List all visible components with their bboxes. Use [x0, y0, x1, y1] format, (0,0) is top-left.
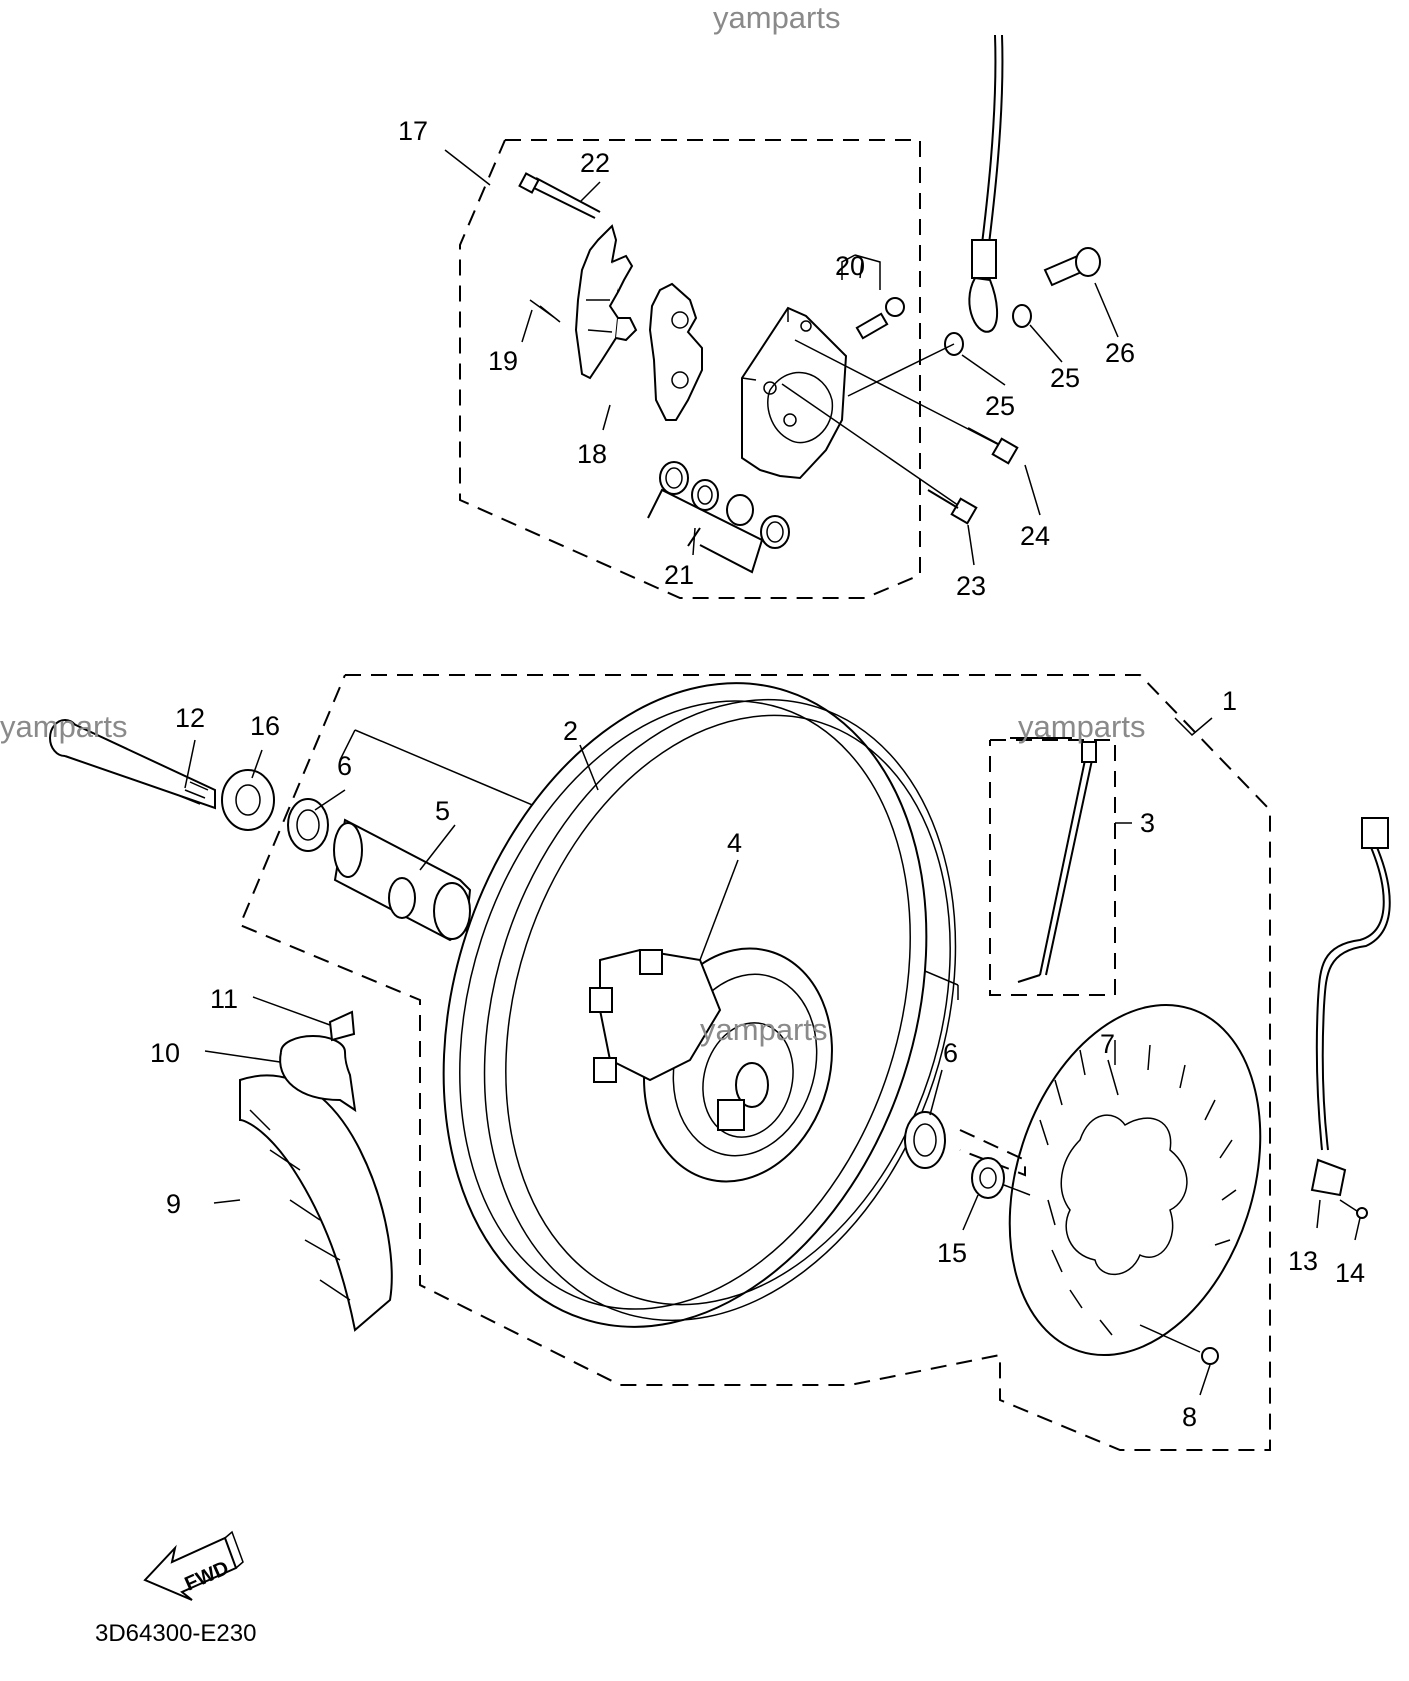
wheel-assembly-group: [49, 149, 1391, 1451]
watermark-left: yamparts: [0, 709, 127, 744]
callout-7: 7: [1100, 1029, 1115, 1059]
callout-numbers: 1 2 3 4 5 6 6 7 8 9 10 11 12 16 13 14 15…: [150, 116, 1365, 1432]
wheel-speed-sensor: [1310, 817, 1391, 1219]
disc-spacer: [959, 1129, 1031, 1199]
callout-3: 3: [1140, 808, 1155, 838]
brake-pad-inner: [574, 224, 638, 380]
callout-15: 15: [937, 1238, 967, 1268]
callout-5: 5: [435, 796, 450, 826]
callout-20: 20: [835, 251, 865, 281]
callout-10: 10: [150, 1038, 180, 1068]
front-axle: [49, 719, 216, 810]
callout-21: 21: [664, 560, 694, 590]
tire: [239, 1074, 393, 1332]
callout-6-right: 6: [943, 1038, 958, 1068]
disc-bolt: [1139, 1324, 1219, 1365]
watermark-center: yamparts: [700, 1012, 827, 1047]
callout-25-lower: 25: [985, 391, 1015, 421]
rim-band: [328, 1010, 356, 1042]
brake-pad-outer: [648, 282, 703, 421]
callout-18: 18: [577, 439, 607, 469]
inner-tube: [279, 1035, 357, 1113]
caliper-bolts: [781, 339, 1019, 525]
wheel-bearing-right: [904, 1111, 946, 1169]
callout-25-upper: 25: [1050, 363, 1080, 393]
union-bolt: [1043, 247, 1101, 287]
callout-17: 17: [398, 116, 428, 146]
diagram-code: 3D64300-E230: [95, 1620, 256, 1647]
valve-stem-group: [989, 737, 1116, 996]
watermarks: yamparts yamparts yamparts yamparts: [0, 0, 1145, 1047]
bleed-screw: [841, 254, 905, 340]
callout-8: 8: [1182, 1402, 1197, 1432]
brake-disc: [1008, 1003, 1262, 1357]
piston-seals: [647, 461, 790, 574]
callout-26: 26: [1105, 338, 1135, 368]
callout-12: 12: [175, 703, 205, 733]
callout-2: 2: [563, 716, 578, 746]
callout-23: 23: [956, 571, 986, 601]
brake-hose-washers: [847, 304, 1032, 397]
wheel-hub: [589, 947, 833, 1183]
callout-13: 13: [1288, 1246, 1318, 1276]
callout-9: 9: [166, 1189, 181, 1219]
caliper-group-boundary: [459, 139, 921, 599]
callout-22: 22: [580, 148, 610, 178]
callout-1: 1: [1222, 686, 1237, 716]
wheel-group-boundary: [238, 674, 1271, 1451]
callout-6-left: 6: [337, 751, 352, 781]
leader-lines: [184, 149, 1361, 1396]
callout-4: 4: [727, 828, 742, 858]
pad-spring: [529, 299, 561, 323]
callout-11: 11: [210, 984, 238, 1014]
brake-hose: [968, 34, 1004, 333]
callout-24: 24: [1020, 521, 1050, 551]
watermark-top: yamparts: [713, 0, 840, 35]
caliper-assembly-group: [459, 34, 1101, 599]
callout-13-16: 16: [250, 711, 280, 741]
pad-pin: [518, 172, 601, 219]
axle-collar: [221, 769, 275, 831]
watermark-right: yamparts: [1018, 709, 1145, 744]
fwd-arrow-icon: FWD: [143, 1530, 244, 1601]
callout-14: 14: [1335, 1258, 1365, 1288]
wheel-bearing-left: [287, 798, 329, 852]
wheel-collar: [333, 818, 472, 942]
callout-19: 19: [488, 346, 518, 376]
